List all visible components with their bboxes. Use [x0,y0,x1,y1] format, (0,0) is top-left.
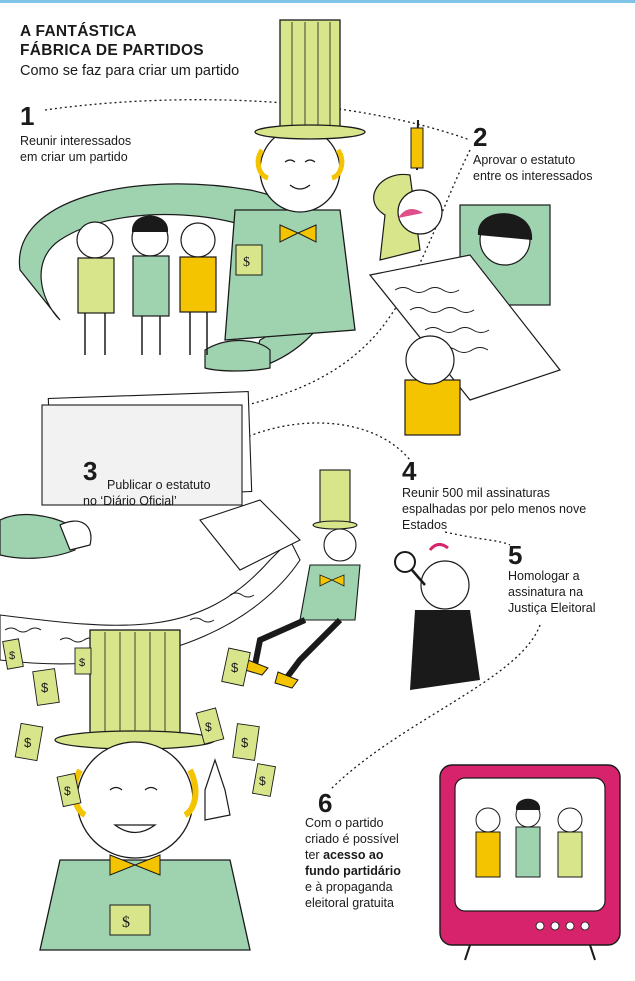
bow-tie-icon [109,854,161,876]
step-6-line: e à propaganda [305,880,393,894]
step-6-line: eleitoral gratuita [305,896,394,910]
title-line-1: A FANTÁSTICA [20,23,137,40]
top-hat-icon [254,19,366,140]
step-4-text: Reunir 500 mil assinaturas espalhadas po… [402,485,586,533]
step-5-line: assinatura na [508,585,584,599]
svg-text:$: $ [243,255,250,270]
svg-text:$: $ [41,680,49,695]
step-1-line: em criar um partido [20,150,128,164]
step-3-text: Publicar o estatuto no ‘Diário Oficial’ [83,477,211,509]
top-rule [0,0,635,3]
step-1-number: 1 [20,101,35,131]
step-6-line: fundo partidário [305,863,401,879]
step-1-text: Reunir interessados em criar um partido [20,133,131,165]
svg-text:$: $ [259,774,266,788]
money-bill-icon: $ [232,723,260,761]
step-5-line: Justiça Eleitoral [508,601,596,615]
title-line-2: FÁBRICA DE PARTIDOS [20,42,204,59]
scene-3 [0,390,253,559]
dotted-connector-4-5 [444,531,511,546]
scene-5 [394,543,480,690]
svg-text:$: $ [231,660,239,675]
step-5-text: Homologar a assinatura na Justiça Eleito… [508,568,596,616]
step-2-line: Aprovar o estatuto [473,153,576,167]
svg-text:$: $ [24,735,32,750]
money-bill-icon: $ [252,763,276,797]
svg-text:$: $ [205,720,212,734]
step-2-line: entre os interessados [473,169,593,183]
step-6-bold: acesso ao [323,848,384,862]
svg-text:$: $ [241,735,249,750]
step-3-line: no ‘Diário Oficial’ [83,494,177,508]
money-bills: $ $ $ $ $ $ $ $ $ [2,638,276,808]
tv-icon [439,764,621,961]
svg-text:$: $ [9,650,15,662]
step-4-line: Reunir 500 mil assinaturas [402,486,550,500]
svg-text:$: $ [122,914,130,931]
step-5-number: 5 [508,540,523,570]
page-title: A FANTÁSTICA FÁBRICA DE PARTIDOS [20,22,204,60]
dotted-connector-1-2 [44,99,471,141]
dotted-connector-5-6 [329,624,541,791]
svg-text:$: $ [79,657,85,669]
step-6-line: ter acesso ao [305,847,401,863]
step-6-line: Com o partido [305,816,384,830]
money-bill-icon: $ [235,244,263,276]
bow-tie-icon [279,224,317,243]
step-2-number: 2 [473,122,488,152]
step-3-line: Publicar o estatuto [107,478,211,492]
step-5-line: Homologar a [508,569,580,583]
step-4-line: espalhadas por pelo menos nove [402,502,587,516]
step-6-inline: ter [305,848,324,862]
money-bill-icon: $ [56,772,82,808]
step-1-line: Reunir interessados [20,134,132,148]
page-subtitle: Como se faz para criar um partido [20,63,240,79]
top-hat-icon [54,629,216,750]
step-4-line: Estados [402,518,448,532]
money-bill-icon: $ [32,668,60,706]
step-6-bold: fundo partidário [305,864,401,878]
step-2-text: Aprovar o estatuto entre os interessados [473,152,593,184]
scene-2 [368,119,561,436]
money-bill-icon: $ [2,638,24,670]
svg-text:$: $ [64,784,71,798]
money-bill-icon: $ [195,707,225,745]
step-4-number: 4 [402,456,417,486]
step-6-number: 6 [318,788,333,818]
money-bill-icon: $ [14,722,44,762]
step-6-text: Com o partido criado é possível ter aces… [305,815,401,911]
group-people [76,215,217,355]
money-bill-icon: $ [221,647,251,687]
scene-1: $ [18,19,366,372]
money-bill-icon: $ [74,647,92,675]
magnifier-icon [394,551,426,586]
step-6-line: criado é possível [305,832,399,846]
step-3-number: 3 [83,456,98,486]
dotted-connector-2-3 [229,149,471,411]
scene-6: $ [39,629,251,951]
scene-4 [244,469,361,689]
